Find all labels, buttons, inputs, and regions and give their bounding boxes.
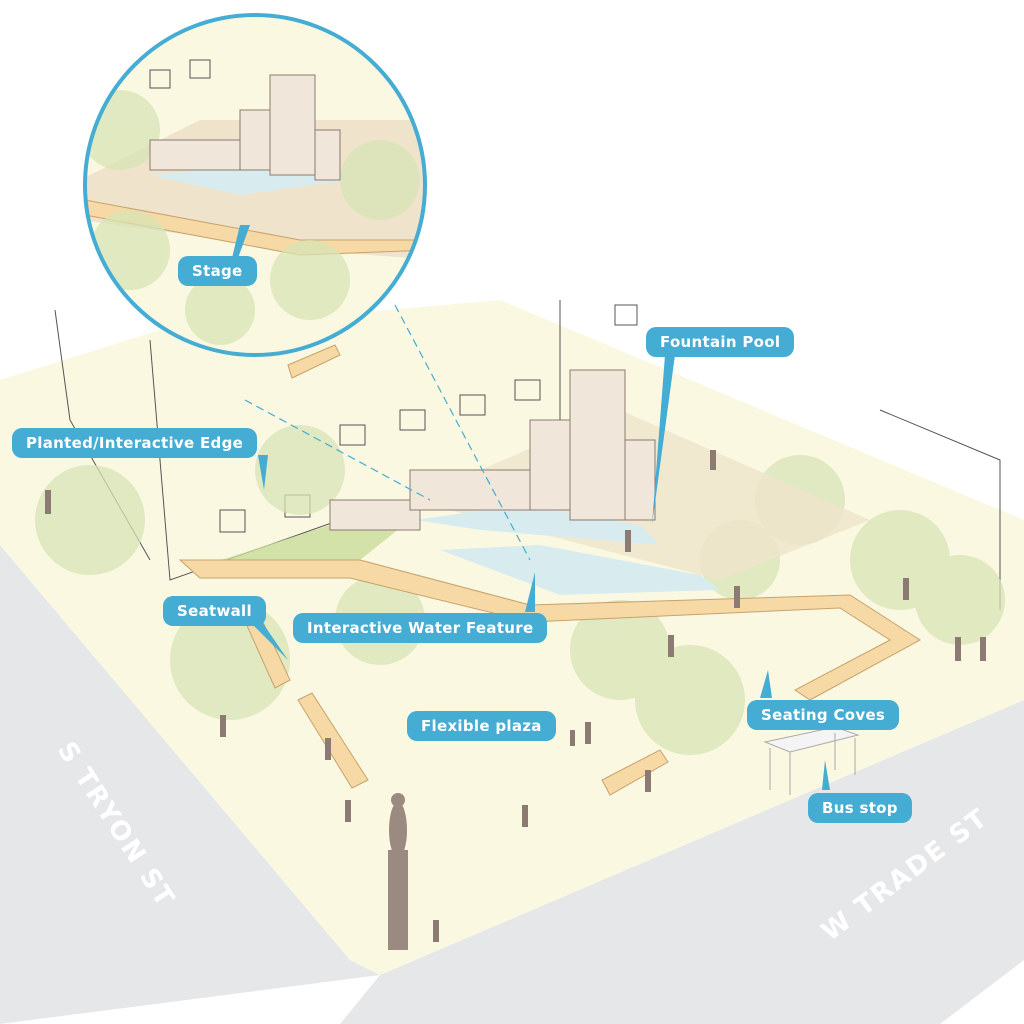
label-flexible-plaza: Flexible plaza — [407, 711, 556, 741]
zoom-lines — [244, 304, 531, 561]
stage-detail-inset — [83, 13, 427, 357]
label-fountain-pool: Fountain Pool — [646, 327, 795, 357]
label-seating-coves: Seating Coves — [747, 700, 900, 730]
label-stage: Stage — [178, 256, 257, 286]
people — [45, 450, 986, 942]
fountain-pool-water — [415, 505, 660, 545]
label-planted-edge: Planted/Interactive Edge — [12, 428, 258, 458]
label-bus-stop: Bus stop — [808, 793, 912, 823]
street-w-trade — [340, 700, 1024, 1024]
fountain-sculpture — [329, 369, 656, 531]
label-interactive-water: Interactive Water Feature — [293, 613, 548, 643]
label-pointers — [232, 225, 830, 790]
bus-stop-shelter — [763, 726, 860, 795]
statue — [388, 793, 408, 950]
label-seatwall: Seatwall — [163, 596, 266, 626]
street-s-tryon — [0, 545, 380, 1024]
interactive-water-area — [440, 545, 720, 595]
